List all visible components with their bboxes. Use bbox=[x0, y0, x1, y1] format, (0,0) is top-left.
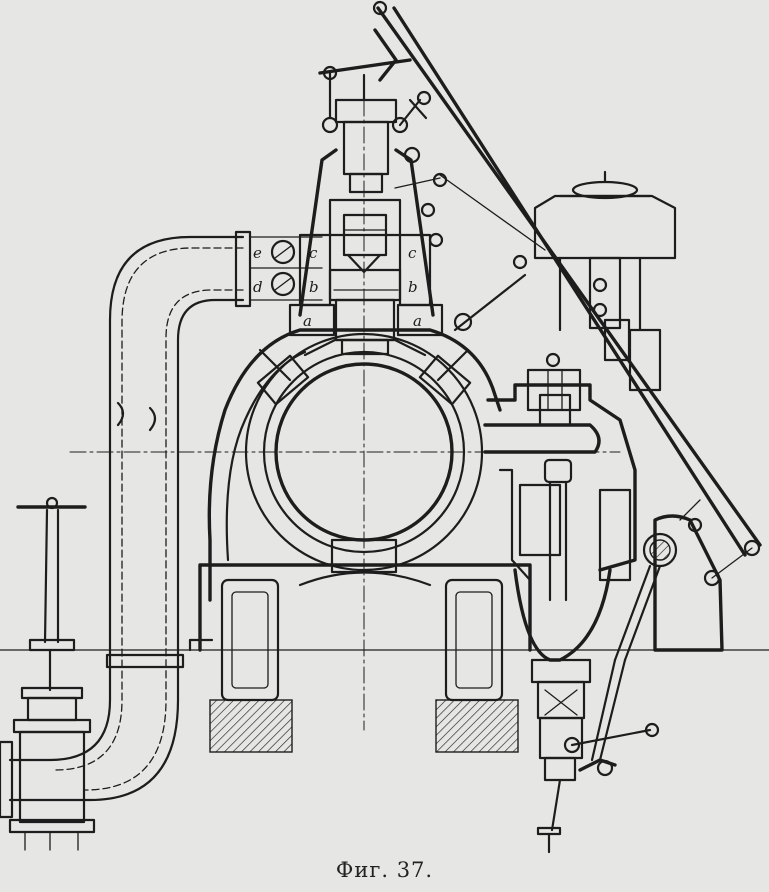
figure-caption: Фиг. 37. bbox=[335, 858, 434, 882]
label-c: c bbox=[309, 244, 318, 262]
label-e: e bbox=[253, 244, 262, 262]
exhaust-valve-gear bbox=[530, 658, 660, 854]
foundation-left bbox=[209, 578, 293, 753]
eccentric-bracket bbox=[590, 499, 753, 762]
label-a-left: a bbox=[303, 312, 312, 330]
label-d: d bbox=[253, 278, 263, 296]
pipe-flange bbox=[234, 230, 252, 308]
valve-chest bbox=[288, 198, 444, 356]
rocker-rod bbox=[372, 0, 762, 557]
engine-base bbox=[198, 563, 532, 652]
label-b-right: b bbox=[408, 278, 418, 296]
handwheel-valve bbox=[8, 496, 96, 851]
label-a-right: a bbox=[413, 312, 422, 330]
governor bbox=[533, 170, 677, 392]
inlet-valve-gear bbox=[298, 28, 435, 317]
foundation-right bbox=[435, 578, 519, 753]
label-c-right: c bbox=[408, 244, 417, 262]
label-b: b bbox=[309, 278, 319, 296]
crank-housing bbox=[483, 352, 637, 662]
cylinder-body bbox=[188, 328, 532, 652]
exhaust-pipe bbox=[0, 230, 252, 819]
